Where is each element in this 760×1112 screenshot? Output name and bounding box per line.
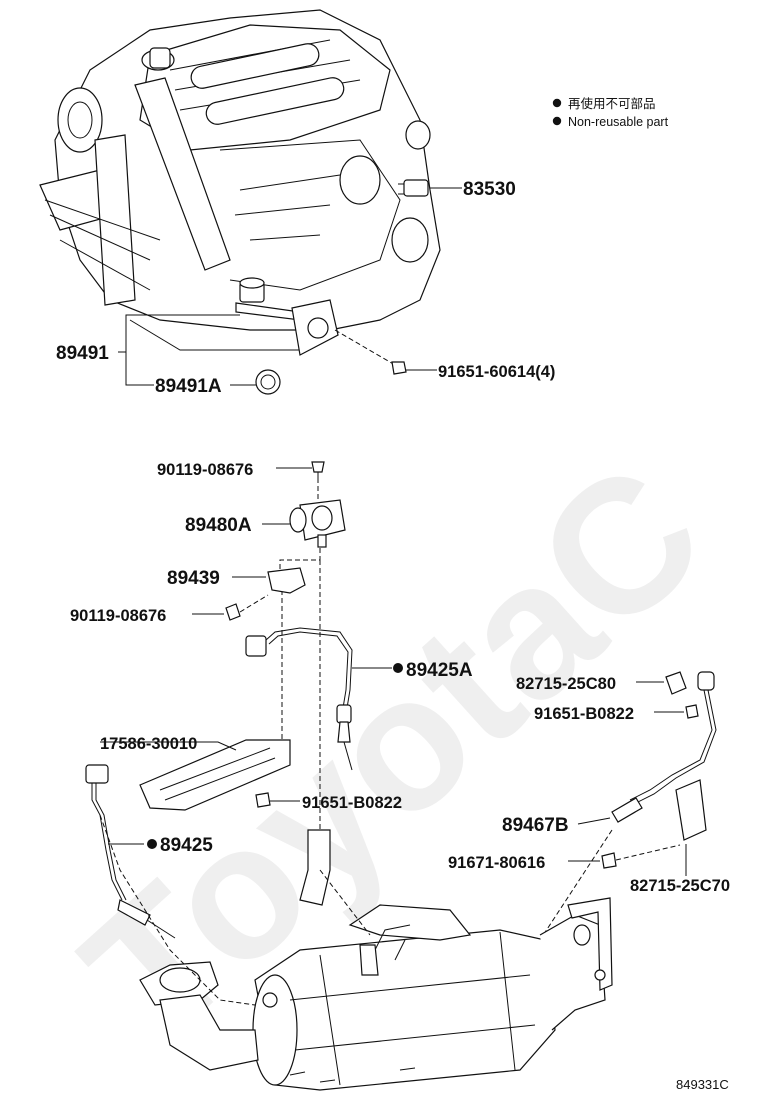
bolt-91651-B0822-left	[255, 792, 271, 808]
label-89467B: 89467B	[502, 815, 569, 836]
label-90119-08676-bottom: 90119-08676	[70, 607, 166, 625]
oil-pressure-switch-83530	[398, 179, 429, 197]
engine-illustration	[39, 9, 441, 351]
label-89491A: 89491A	[155, 376, 222, 397]
nut-91671-80616	[601, 852, 617, 869]
label-89480A: 89480A	[185, 515, 252, 536]
bracket-89439	[267, 567, 306, 594]
label-90119-08676-top: 90119-08676	[157, 461, 253, 479]
clamp-82715-25C80	[665, 671, 687, 695]
label-82715-25C70: 82715-25C70	[630, 877, 730, 895]
label-91651-60614: 91651-60614(4)	[438, 363, 555, 381]
exhaust-converter-illustration	[139, 829, 613, 1091]
non-reusable-bullet-icon	[552, 98, 562, 108]
label-89425: 89425	[160, 835, 213, 856]
exhaust-temp-sensor-89425	[85, 764, 176, 939]
sensor-89480A	[289, 499, 346, 548]
legend-english: Non-reusable part	[568, 115, 669, 129]
legend: 再使用不可部品 Non-reusable part	[552, 96, 669, 129]
label-89425A: 89425A	[406, 660, 473, 681]
label-91651-B0822-left: 91651-B0822	[302, 794, 402, 812]
label-17586-30010: 17586-30010	[100, 735, 197, 753]
label-91651-B0822-right: 91651-B0822	[534, 705, 634, 723]
label-89491: 89491	[56, 343, 109, 364]
label-89439: 89439	[167, 568, 220, 589]
legend-japanese: 再使用不可部品	[568, 96, 656, 111]
label-91671-80616: 91671-80616	[448, 854, 545, 872]
bolt-91651-60614	[391, 361, 407, 375]
air-fuel-sensor-89467B	[611, 671, 717, 841]
exhaust-temp-sensor-89425A	[245, 627, 353, 771]
label-83530: 83530	[463, 179, 516, 200]
figure-id: 849331C	[676, 1077, 729, 1092]
non-reusable-marker-icon	[147, 839, 157, 849]
gasket-89491A	[255, 369, 281, 395]
pressure-sensor-assembly	[235, 277, 396, 366]
bolt-91651-B0822-right	[685, 704, 699, 719]
non-reusable-bullet-icon	[552, 116, 562, 126]
label-82715-25C80: 82715-25C80	[516, 675, 616, 693]
heat-insulator-17586-30010	[139, 739, 291, 811]
bolt-90119-08676-top	[311, 461, 325, 482]
bolt-90119-08676-bottom	[225, 603, 241, 621]
non-reusable-marker-icon	[393, 663, 403, 673]
